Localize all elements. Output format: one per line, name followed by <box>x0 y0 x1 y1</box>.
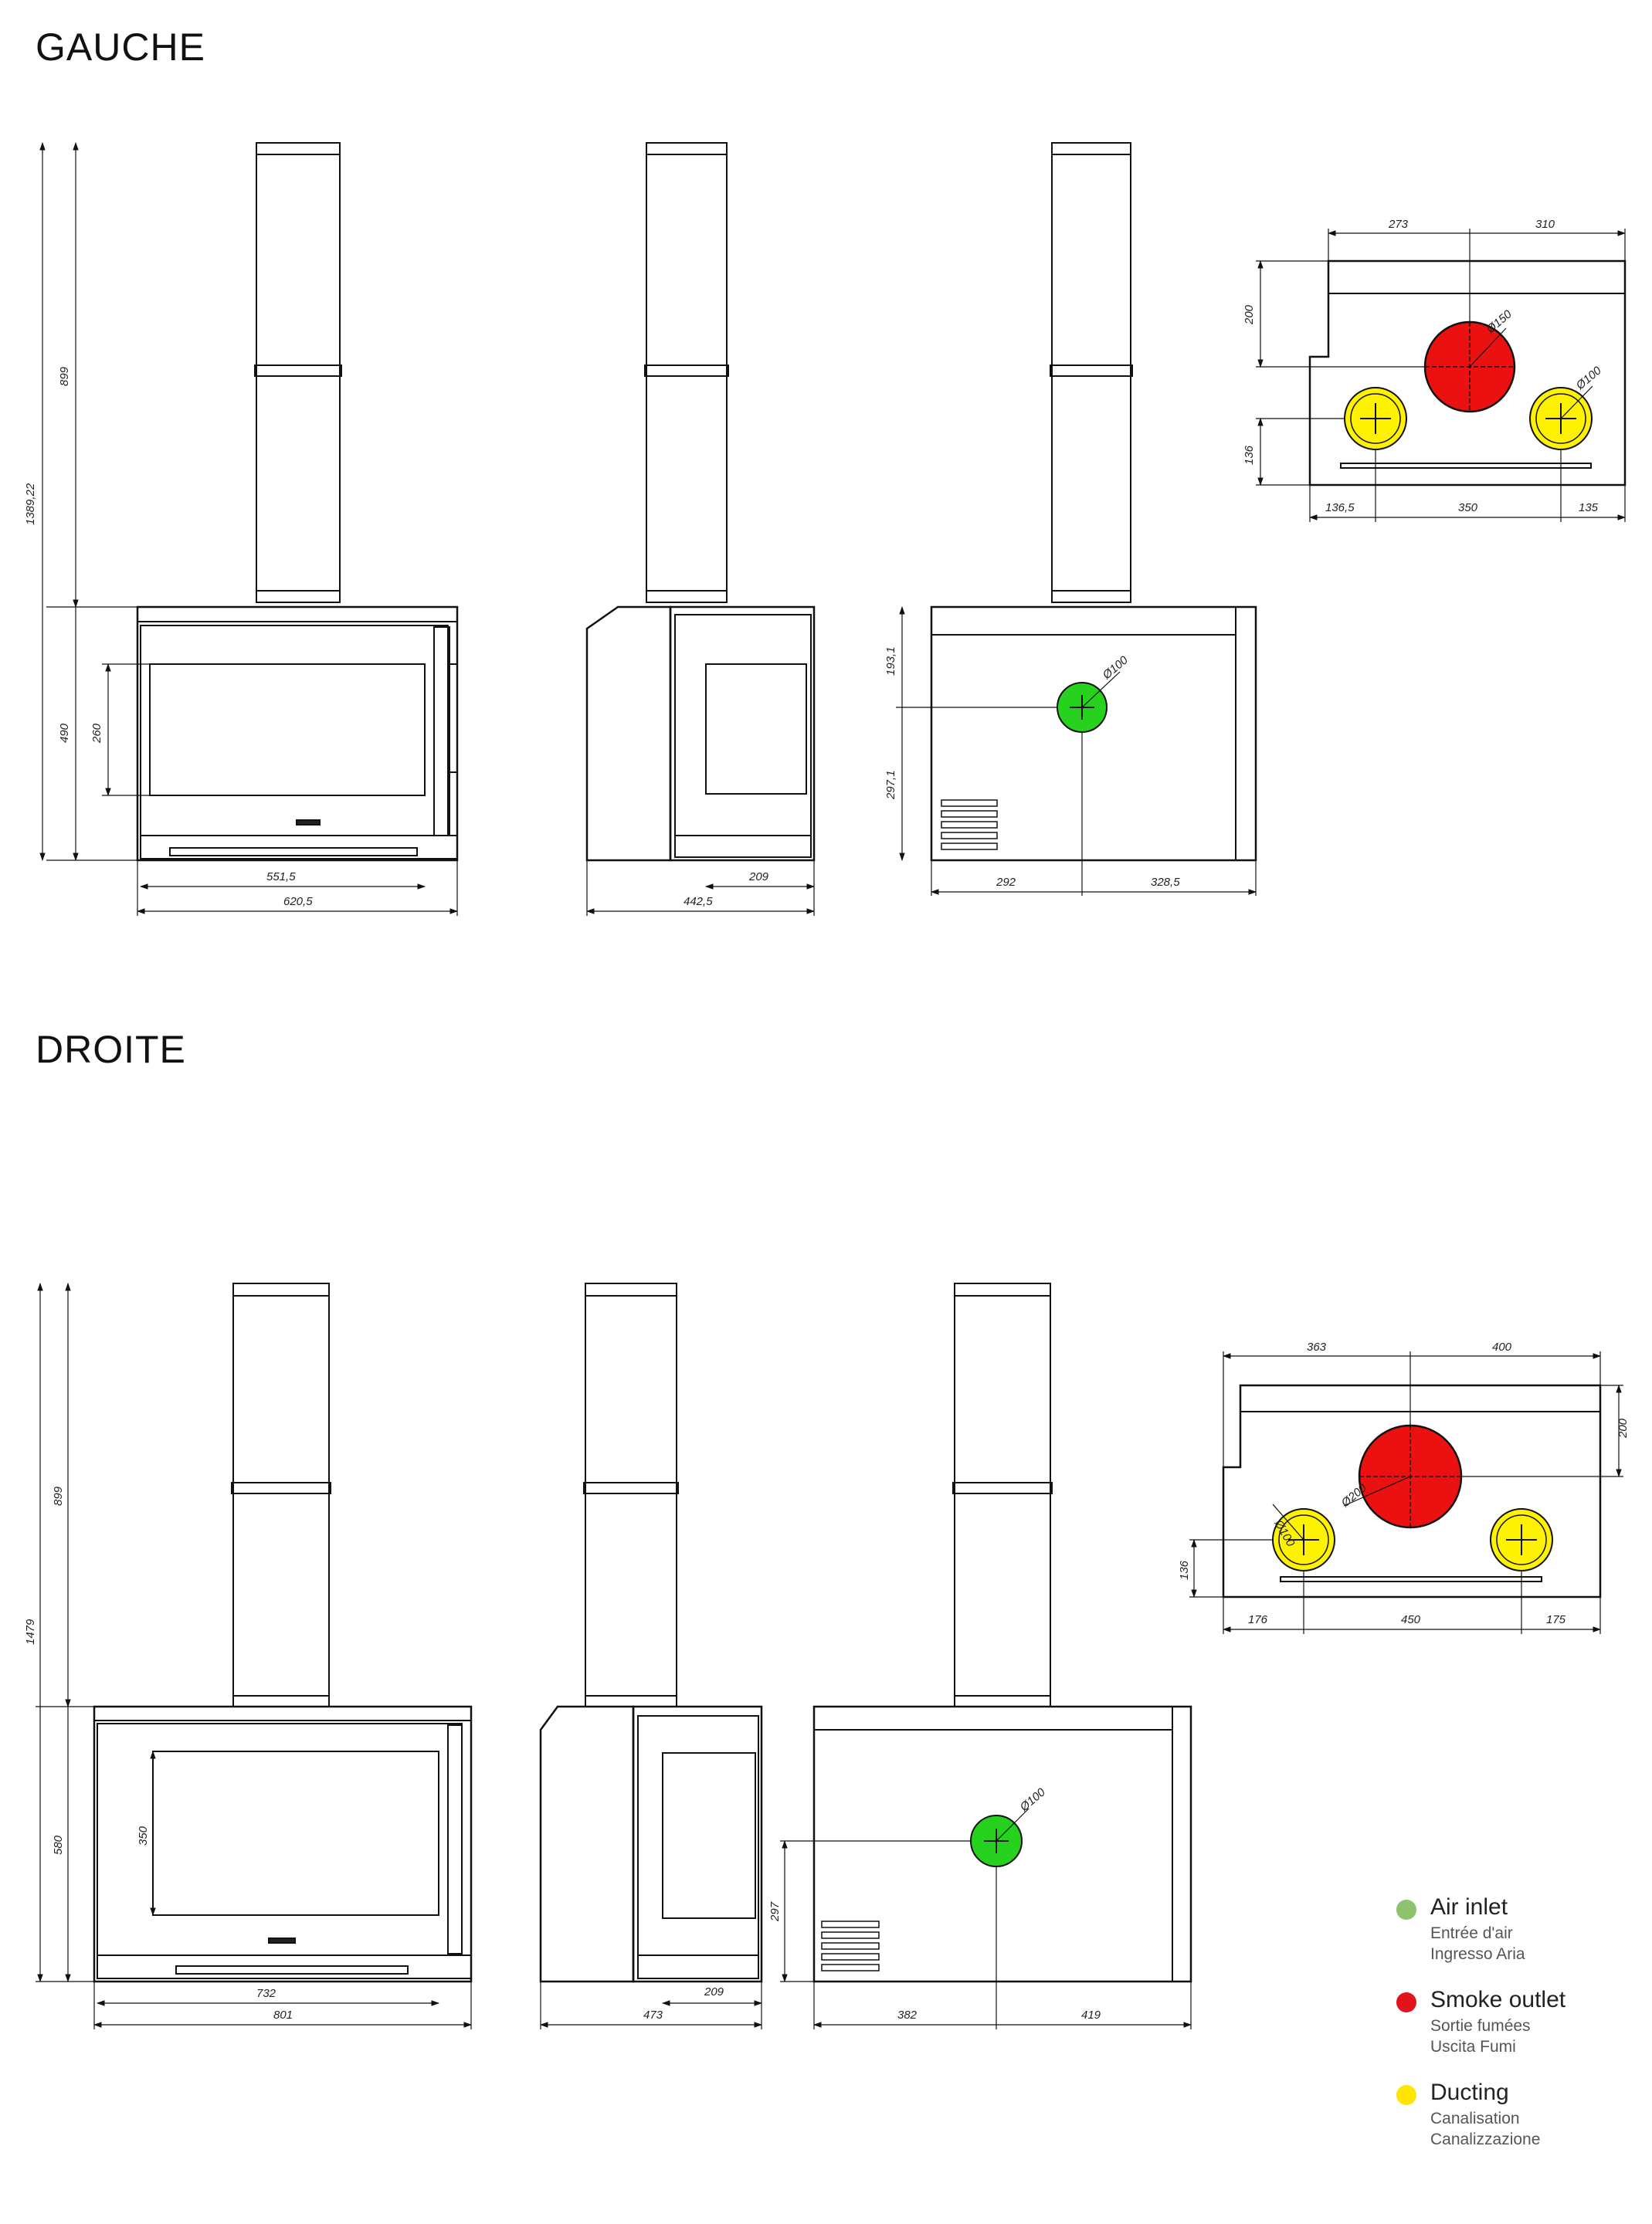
droite-side-offset: 209 <box>704 1985 724 1999</box>
gauche-top-duct-height: 136 <box>1243 445 1256 465</box>
gauche-top-b2: 350 <box>1458 501 1478 514</box>
droite-top-b3: 175 <box>1546 1613 1566 1626</box>
droite-height-flue: 899 <box>52 1486 65 1506</box>
legend-air-inlet-it: Ingresso Aria <box>1430 1945 1525 1963</box>
droite-top-left: 363 <box>1307 1341 1327 1354</box>
gauche-side-depth: 442,5 <box>684 895 713 908</box>
droite-back-left: 382 <box>897 2009 918 2022</box>
gauche-side-view <box>585 142 816 862</box>
droite-air-diameter: Ø100 <box>1017 1785 1048 1815</box>
droite-side-view <box>539 1283 763 1983</box>
legend-smoke-outlet-fr: Sortie fumées <box>1430 2017 1531 2035</box>
smoke-outlet-dot-icon <box>1396 1992 1416 2012</box>
legend-ducting-it: Canalizzazione <box>1430 2131 1541 2148</box>
gauche-air-diameter: Ø100 <box>1100 653 1131 683</box>
legend-smoke-outlet-it: Uscita Fumi <box>1430 2038 1516 2056</box>
gauche-back-view <box>930 142 1257 862</box>
droite-top-b2: 450 <box>1401 1613 1421 1626</box>
droite-front-width: 801 <box>273 2009 293 2022</box>
gauche-height-flue: 899 <box>58 366 71 386</box>
gauche-back-right: 328,5 <box>1151 876 1180 889</box>
gauche-duct-diameter: Ø100 <box>1573 364 1604 393</box>
gauche-title: GAUCHE <box>36 25 205 69</box>
droite-height-body: 580 <box>52 1835 65 1855</box>
droite-top-duct-height: 136 <box>1178 1560 1191 1580</box>
droite-front-view <box>93 1283 473 1983</box>
gauche-front-view <box>136 142 459 862</box>
droite-glass-width: 732 <box>256 1987 276 2000</box>
gauche-top-depth: 200 <box>1243 304 1256 325</box>
gauche-glass-height: 260 <box>90 723 103 744</box>
droite-glass-height: 350 <box>137 1826 150 1846</box>
droite-back-bottom: 297 <box>768 1901 782 1922</box>
droite-top-right: 400 <box>1492 1341 1512 1354</box>
droite-top-depth: 200 <box>1616 1418 1630 1439</box>
legend-smoke-outlet: Smoke outlet Sortie fumées Uscita Fumi <box>1396 1985 1628 2057</box>
gauche-back-left: 292 <box>996 876 1016 889</box>
droite-back-view <box>812 1283 1192 1983</box>
gauche-height-total: 1389,22 <box>24 483 37 525</box>
gauche-side-offset: 209 <box>748 870 769 883</box>
gauche-top-b3: 135 <box>1579 501 1599 514</box>
droite-back-right: 419 <box>1081 2009 1101 2022</box>
legend-air-inlet-title: Air inlet <box>1430 1894 1508 1920</box>
legend: Air inlet Entrée d'air Ingresso Aria Smo… <box>1396 1892 1628 2170</box>
air-inlet-dot-icon <box>1396 1900 1416 1920</box>
droite-top-b1: 176 <box>1248 1613 1268 1626</box>
legend-ducting-fr: Canalisation <box>1430 2110 1520 2127</box>
legend-smoke-outlet-title: Smoke outlet <box>1430 1987 1566 2012</box>
gauche-glass-width: 551,5 <box>266 870 296 883</box>
legend-air-inlet: Air inlet Entrée d'air Ingresso Aria <box>1396 1892 1628 1965</box>
droite-side-depth: 473 <box>643 2009 663 2022</box>
legend-ducting-title: Ducting <box>1430 2080 1509 2105</box>
droite-title: DROITE <box>36 1028 186 1071</box>
gauche-back-top: 193,1 <box>884 646 897 676</box>
gauche-back-bottom: 297,1 <box>884 770 897 800</box>
gauche-top-right: 310 <box>1535 218 1555 231</box>
droite-height-total: 1479 <box>24 1619 37 1645</box>
legend-air-inlet-fr: Entrée d'air <box>1430 1924 1513 1942</box>
gauche-top-left: 273 <box>1388 218 1409 231</box>
legend-ducting: Ducting Canalisation Canalizzazione <box>1396 2077 1628 2150</box>
ducting-dot-icon <box>1396 2085 1416 2105</box>
gauche-front-width: 620,5 <box>283 895 313 908</box>
gauche-top-b1: 136,5 <box>1325 501 1355 514</box>
gauche-height-body: 490 <box>58 723 71 743</box>
